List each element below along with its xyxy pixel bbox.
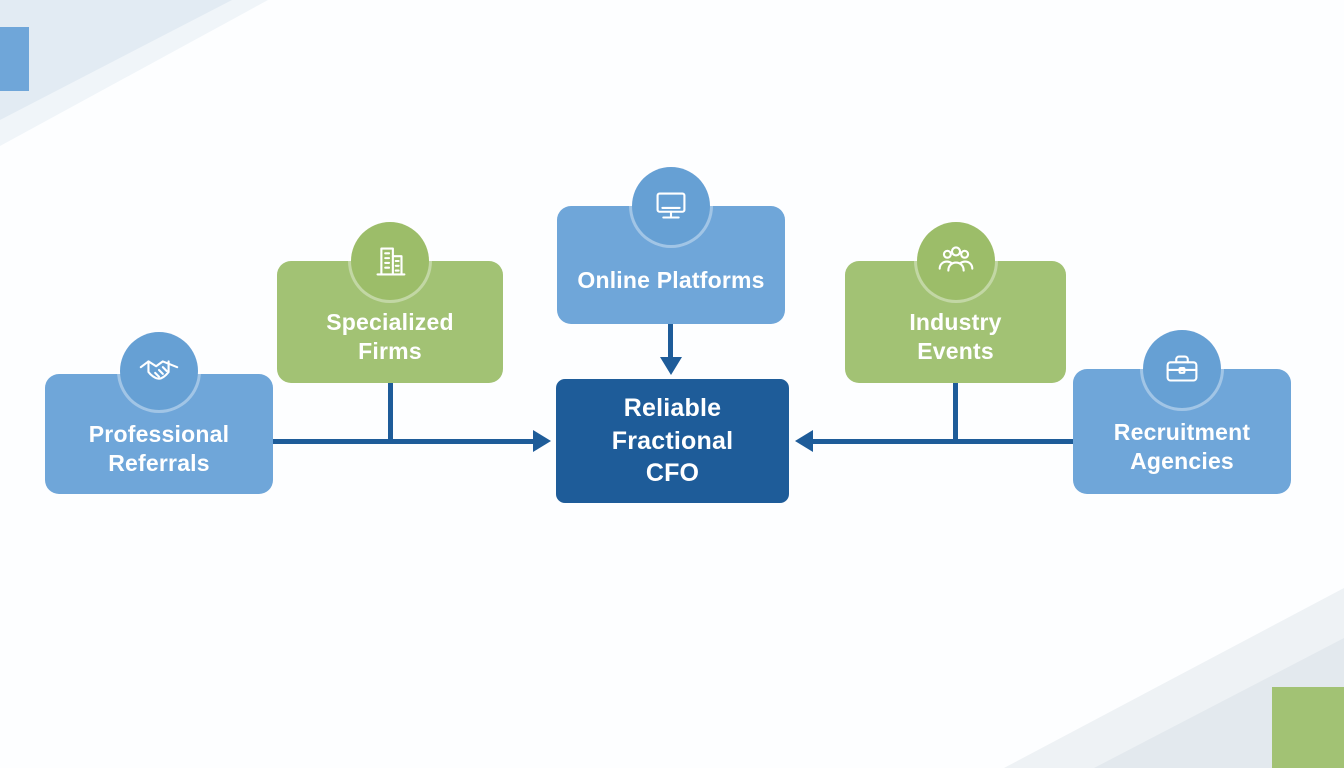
- decor-bottom-right-green-square: [1272, 687, 1344, 768]
- label-line: Reliable: [623, 394, 722, 423]
- building-icon-badge: [351, 222, 429, 300]
- label-line: Events: [917, 338, 994, 364]
- handshake-icon: [139, 360, 179, 380]
- briefcase-icon-badge: [1143, 330, 1221, 408]
- node-reliable-fractional-cfo-label: Reliable Fractional CFO: [556, 392, 789, 490]
- connector-industry-events-drop: [953, 383, 958, 444]
- node-online-platforms-label: Online Platforms: [557, 236, 785, 295]
- connector-online-platforms-to-center: [668, 324, 673, 358]
- label-line: Fractional: [611, 426, 734, 455]
- monitor-icon: [656, 192, 686, 219]
- node-recruitment-agencies-label: Recruitment Agencies: [1073, 388, 1291, 476]
- people-icon: [938, 246, 974, 272]
- node-industry-events-label: Industry Events: [845, 278, 1066, 366]
- people-icon-badge: [917, 222, 995, 300]
- node-industry-events: Industry Events: [845, 261, 1066, 383]
- node-specialized-firms-label: Specialized Firms: [277, 278, 503, 366]
- handshake-icon-badge: [120, 332, 198, 410]
- decor-top-left-triangle: [0, 0, 232, 120]
- node-specialized-firms: Specialized Firms: [277, 261, 503, 383]
- arrowhead-right-icon: [533, 430, 551, 452]
- connector-referrals-to-center: [273, 439, 533, 444]
- arrowhead-down-icon: [660, 357, 682, 375]
- label-line: Industry: [909, 309, 1002, 336]
- label-line: Firms: [358, 338, 422, 364]
- label-line: Recruitment: [1113, 418, 1251, 445]
- briefcase-icon: [1166, 355, 1198, 382]
- connector-agencies-to-center: [813, 439, 1073, 444]
- node-reliable-fractional-cfo: Reliable Fractional CFO: [556, 379, 789, 503]
- label-line: Agencies: [1130, 447, 1234, 474]
- label-line: Professional: [88, 421, 230, 448]
- node-professional-referrals-label: Professional Referrals: [45, 390, 273, 478]
- label-line: CFO: [645, 459, 700, 488]
- label-line: Specialized: [326, 309, 454, 336]
- building-icon: [376, 247, 406, 276]
- arrowhead-left-icon: [795, 430, 813, 452]
- label-line: Referrals: [108, 450, 210, 476]
- label-line: Online Platforms: [577, 266, 765, 293]
- decor-top-left-blue-bar: [0, 27, 29, 91]
- connector-specialized-firms-drop: [388, 383, 393, 444]
- monitor-icon-badge: [632, 167, 710, 245]
